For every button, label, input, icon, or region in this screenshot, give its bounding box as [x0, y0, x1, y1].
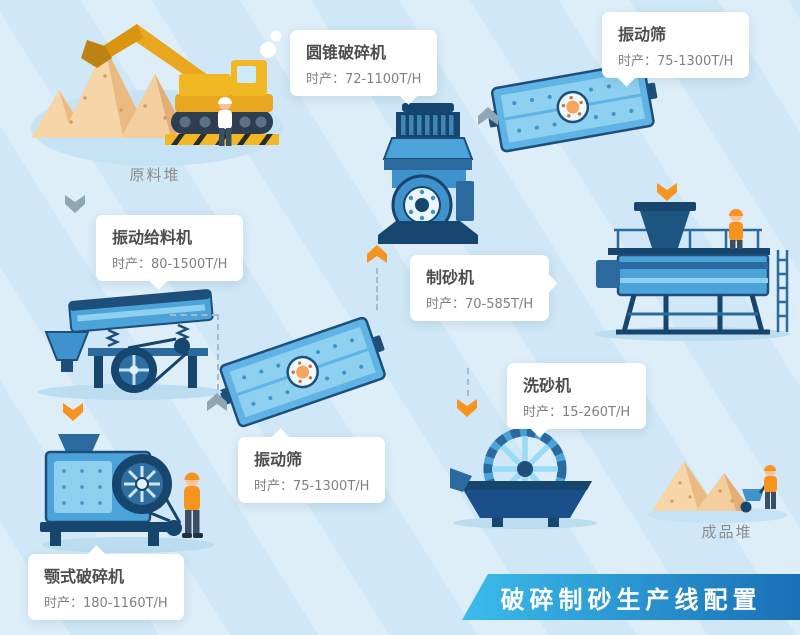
feeder-name: 振动给料机	[112, 228, 193, 247]
flow-arrow-down-icon	[657, 183, 677, 201]
worker-figure	[740, 465, 777, 513]
sand-washer-illustration	[450, 427, 597, 529]
flow-arrow-down-icon	[457, 399, 477, 417]
vibrating-screen-top-illustration	[488, 61, 658, 153]
flow-arrow-down-icon	[65, 195, 85, 213]
flow-arrow-up-icon	[478, 107, 498, 125]
callout-tail	[539, 274, 558, 293]
finished-pile-illustration	[648, 461, 788, 523]
screen-mid-name: 振动筛	[254, 450, 303, 469]
banner-title: 破碎制砂生产线配置	[500, 585, 762, 614]
sand-maker-illustration	[594, 202, 790, 341]
screen-mid-capacity: 时产：75-1300T/H	[254, 479, 370, 494]
callout-sand-washer: 洗砂机 时产：15-260T/H	[507, 363, 647, 438]
flow-arrow-up-icon	[207, 393, 227, 411]
flow-arrow-up-icon	[367, 245, 387, 263]
jaw-crusher-capacity: 时产：180-1160T/H	[44, 596, 168, 611]
callout-jaw-crusher: 颚式破碎机 时产：180-1160T/H	[28, 545, 184, 620]
flow-dash	[376, 268, 378, 310]
callout-feeder: 振动给料机 时产：80-1500T/H	[96, 215, 244, 290]
feeder-capacity: 时产：80-1500T/H	[112, 257, 228, 272]
worker-figure	[182, 472, 203, 538]
sand-maker-name: 制砂机	[426, 268, 475, 287]
sand-maker-capacity: 时产：70-585T/H	[426, 297, 534, 312]
cone-crusher-capacity: 时产：72-1100T/H	[306, 72, 422, 87]
callout-cone-crusher: 圆锥破碎机 时产：72-1100T/H	[290, 30, 438, 105]
callout-sand-maker: 制砂机 时产：70-585T/H	[410, 255, 558, 321]
cone-crusher-name: 圆锥破碎机	[306, 43, 387, 62]
screen-top-capacity: 时产：75-1300T/H	[618, 54, 734, 69]
finished-pile-label: 成品堆	[701, 523, 753, 541]
jaw-crusher-name: 颚式破碎机	[44, 567, 125, 586]
jaw-crusher-illustration	[40, 434, 214, 553]
callout-screen-top: 振动筛 时产：75-1300T/H	[602, 12, 750, 87]
worker-figure	[218, 97, 232, 146]
cone-crusher-illustration	[378, 103, 478, 244]
flow-dash	[217, 314, 219, 390]
vibrating-screen-mid-illustration	[219, 316, 386, 428]
flow-dash	[170, 314, 218, 316]
worker-figure	[729, 209, 743, 249]
flow-arrow-down-icon	[63, 403, 83, 421]
sand-washer-name: 洗砂机	[523, 376, 572, 395]
screen-top-name: 振动筛	[618, 25, 667, 44]
flow-dash	[467, 368, 469, 396]
title-banner: 破碎制砂生产线配置	[462, 574, 800, 620]
callout-screen-mid: 振动筛 时产：75-1300T/H	[238, 428, 386, 503]
vibrating-feeder-illustration	[38, 289, 222, 400]
callout-tail	[399, 86, 418, 105]
raw-pile-label: 原料堆	[129, 166, 181, 184]
sand-washer-capacity: 时产：15-260T/H	[523, 405, 631, 420]
raw-material-scene-illustration	[31, 24, 283, 166]
